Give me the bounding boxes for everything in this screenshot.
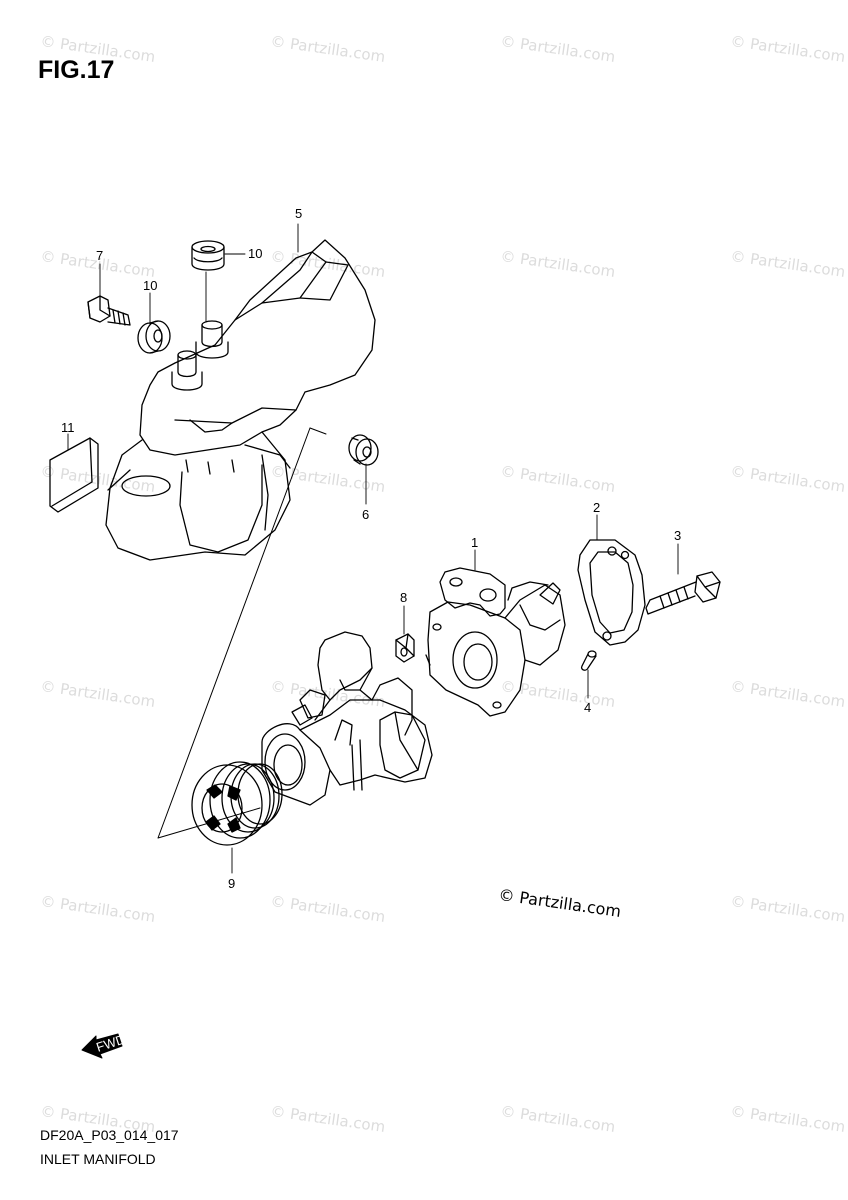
callout-3: 3 — [674, 528, 681, 543]
figure-title: FIG.17 — [38, 56, 115, 84]
part-8-nut — [395, 633, 415, 663]
diagram-code: DF20A_P03_014_017 — [40, 1127, 179, 1143]
diagram-name: INLET MANIFOLD — [40, 1151, 156, 1167]
callout-7: 7 — [96, 248, 103, 263]
part-7-bolt — [87, 295, 131, 326]
callout-9: 9 — [228, 876, 235, 891]
fwd-label: FWD — [94, 1031, 127, 1054]
assembly-guide-line — [309, 427, 327, 435]
fwd-arrow-icon: FWD — [81, 1031, 127, 1059]
part-3-bolt — [645, 571, 721, 615]
part-6-grommet — [348, 434, 379, 466]
callout-11: 11 — [61, 420, 75, 435]
callout-10-left: 10 — [143, 278, 157, 293]
callout-5: 5 — [295, 206, 302, 221]
throttle-body-assembly — [261, 631, 433, 806]
callout-6: 6 — [362, 507, 369, 522]
part-5-intake-silencer — [105, 239, 376, 561]
part-10-grommet-top — [191, 240, 225, 271]
leader-lines — [67, 223, 679, 874]
part-1-inlet-manifold — [425, 567, 566, 717]
callout-1: 1 — [471, 535, 478, 550]
callout-2: 2 — [593, 500, 600, 515]
part-2-gasket — [577, 539, 646, 646]
assembly-guide-line — [157, 427, 311, 839]
callout-8: 8 — [400, 590, 407, 605]
callout-10-top: 10 — [248, 246, 262, 261]
part-11-label-plate — [49, 437, 99, 513]
part-10-grommet-left — [137, 320, 171, 354]
part-9-pulley — [191, 761, 283, 846]
part-4-dowel-pin — [580, 650, 597, 671]
callout-4: 4 — [584, 700, 591, 715]
